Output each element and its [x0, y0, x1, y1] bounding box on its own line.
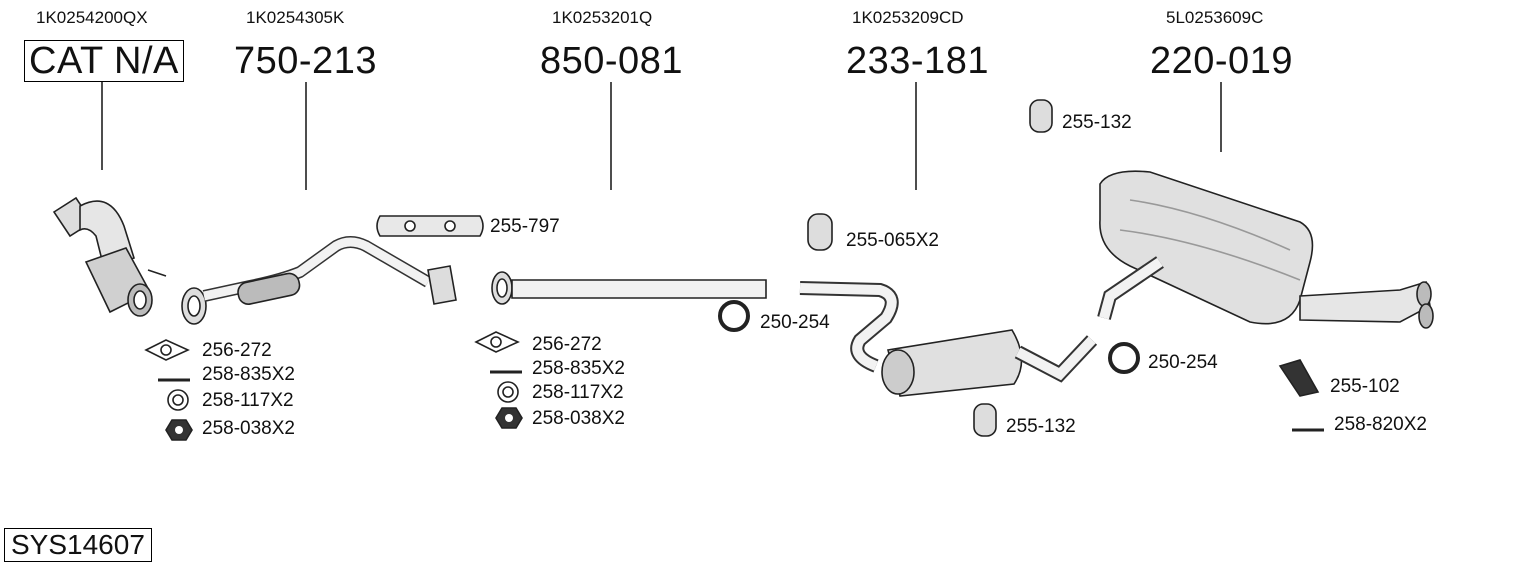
rear-silencer — [1097, 170, 1434, 329]
fittings-group-3 — [474, 331, 523, 429]
oem-number: 5L0253609C — [1166, 8, 1264, 27]
gasket-icon — [144, 339, 190, 361]
front-pipe — [181, 236, 457, 325]
washer-icon — [167, 389, 189, 411]
part-label[interactable]: 850-081 — [540, 40, 683, 82]
catalytic-converter — [52, 196, 167, 317]
part-label[interactable]: 233-181 — [846, 40, 989, 82]
fitting-label[interactable]: 258-820X2 — [1334, 414, 1427, 435]
fitting-label[interactable]: 258-117X2 — [202, 390, 294, 411]
fitting-label[interactable]: 258-835X2 — [202, 364, 295, 385]
fitting-label[interactable]: 258-835X2 — [532, 358, 625, 379]
gasket-icon — [474, 331, 520, 353]
fitting-label[interactable]: 255-132 — [1062, 112, 1132, 133]
part-label[interactable]: 750-213 — [234, 40, 377, 82]
fitting-label[interactable]: 258-038X2 — [202, 418, 295, 439]
oem-number: 1K0253209CD — [852, 8, 964, 27]
front-silencer — [799, 281, 1098, 397]
fitting-label[interactable]: 255-065X2 — [846, 230, 939, 251]
oem-number: 1K0254305K — [246, 8, 345, 27]
fitting-label[interactable]: 256-272 — [532, 334, 602, 355]
fitting-label[interactable]: 256-272 — [202, 340, 272, 361]
part-label-cat[interactable]: CAT N/A — [24, 40, 184, 82]
gasket-255-797 — [376, 215, 484, 237]
washer-icon — [497, 381, 519, 403]
fittings-group-1 — [144, 339, 193, 441]
fitting-label[interactable]: 250-254 — [760, 312, 830, 333]
fitting-label[interactable]: 255-102 — [1330, 376, 1400, 397]
fitting-label[interactable]: 258-038X2 — [532, 408, 625, 429]
fitting-label[interactable]: 258-117X2 — [532, 382, 624, 403]
system-number: SYS14607 — [4, 528, 152, 562]
part-label[interactable]: 220-019 — [1150, 40, 1293, 82]
fitting-label[interactable]: 255-797 — [490, 216, 560, 237]
fitting-label[interactable]: 255-132 — [1006, 416, 1076, 437]
middle-pipe — [491, 271, 767, 305]
fitting-label[interactable]: 250-254 — [1148, 352, 1218, 373]
oem-number: 1K0253201Q — [552, 8, 653, 27]
clamp-icon — [718, 300, 1140, 374]
bracket-icon — [1278, 359, 1320, 397]
hanger-icon — [807, 99, 1053, 437]
oem-number: 1K0254200QX — [36, 8, 148, 27]
